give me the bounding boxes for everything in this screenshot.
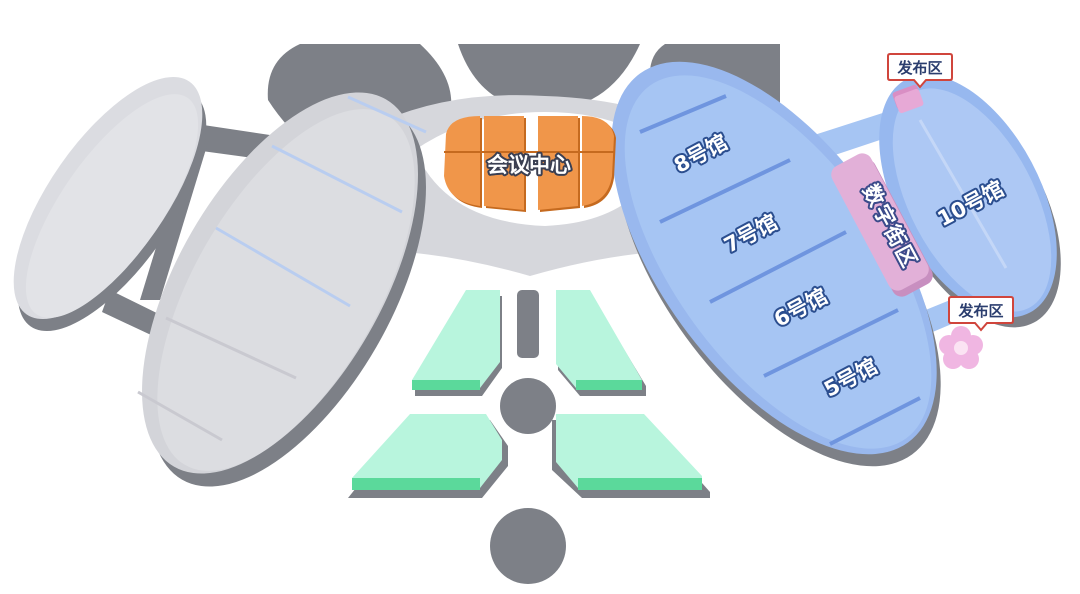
tag-release-zone-top[interactable]: 发布区 bbox=[887, 53, 953, 89]
label-conference-center: 会议中心 bbox=[487, 153, 571, 177]
roundabout-bottom bbox=[490, 508, 566, 584]
tag-release-zone-bottom-text: 发布区 bbox=[957, 302, 1003, 320]
conference-center[interactable] bbox=[444, 116, 616, 212]
tag-release-zone-top-text: 发布区 bbox=[896, 59, 942, 77]
top-building-center[interactable] bbox=[458, 44, 640, 110]
left-halls bbox=[0, 48, 483, 530]
hall-far-left[interactable] bbox=[0, 48, 241, 359]
release-zone-top[interactable] bbox=[892, 84, 925, 114]
green-blocks bbox=[348, 290, 710, 498]
hall-large-left[interactable] bbox=[86, 48, 483, 530]
release-zone-bottom[interactable] bbox=[939, 326, 983, 369]
roundabout-center bbox=[500, 378, 556, 434]
digital-street[interactable] bbox=[828, 150, 937, 300]
hall-complex-5-8[interactable] bbox=[548, 7, 1004, 522]
center-pillar bbox=[517, 290, 539, 358]
right-halls bbox=[548, 7, 1061, 522]
tag-release-zone-bottom[interactable]: 发布区 bbox=[948, 296, 1014, 332]
